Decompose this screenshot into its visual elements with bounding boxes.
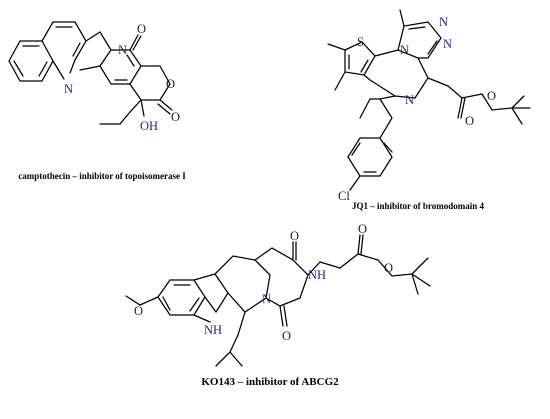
ko143-o-methoxy: O <box>134 304 143 318</box>
jq1-n1: N <box>400 43 409 57</box>
ko143-n-ring: N <box>262 292 271 306</box>
ko143-structure: O NH N NH O O O O KO143 – inhibitor of A… <box>125 222 431 388</box>
ko143-nh-indole: NH <box>204 323 222 337</box>
jq1-s: S <box>357 35 364 49</box>
jq1-cl: Cl <box>338 189 350 203</box>
camptothecin-caption: camptothecin – inhibitor of topoisomeras… <box>18 171 186 181</box>
ko143-o-top: O <box>290 229 299 243</box>
camptothecin-n-ring: N <box>118 43 127 57</box>
jq1-o-ester: O <box>487 89 496 103</box>
jq1-structure: S N N N N O O Cl JQ1 – inhibitor of brom… <box>327 9 531 211</box>
camptothecin-n-quinoline: N <box>64 82 73 96</box>
jq1-caption: JQ1 – inhibitor of bromodomain 4 <box>352 201 484 211</box>
camptothecin-structure: N N O O O OH camptothecin – inhibitor of… <box>8 21 186 181</box>
jq1-n3: N <box>443 37 452 51</box>
jq1-n4: N <box>405 93 414 107</box>
camptothecin-o-carbonyl: O <box>137 22 146 36</box>
ko143-o-bottom: O <box>282 329 291 343</box>
ko143-nh-amide: NH <box>308 268 326 282</box>
ko143-o-ester: O <box>384 261 393 275</box>
camptothecin-oh: OH <box>140 119 158 133</box>
jq1-n2: N <box>439 15 448 29</box>
camptothecin-o-ring: O <box>166 77 175 91</box>
camptothecin-o-lactone: O <box>171 110 180 124</box>
ko143-o-carbonyl: O <box>358 222 367 236</box>
jq1-o-carbonyl: O <box>465 114 474 128</box>
ko143-caption: KO143 – inhibitor of ABCG2 <box>201 376 339 388</box>
